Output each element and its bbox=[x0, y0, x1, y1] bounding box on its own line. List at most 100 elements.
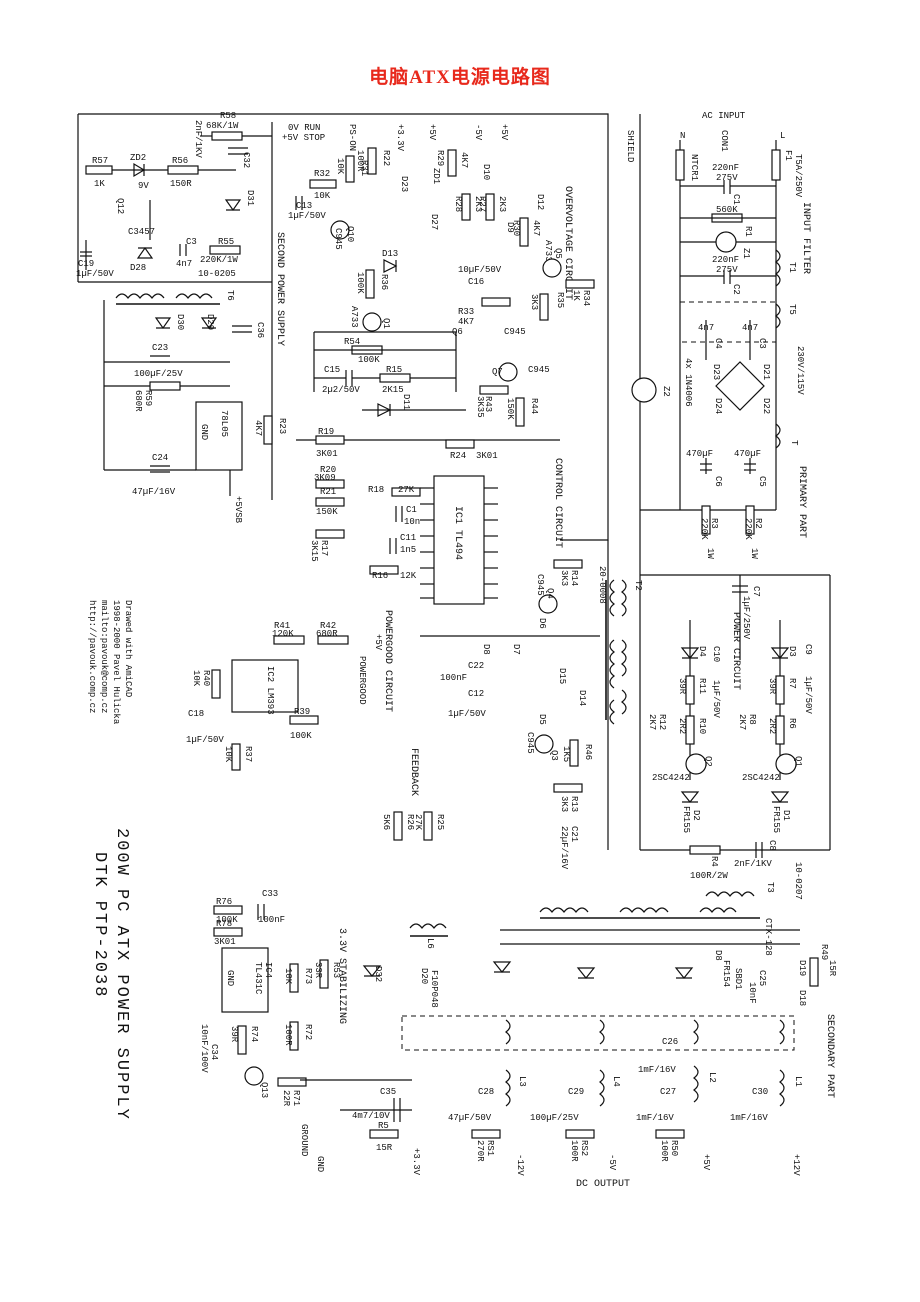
label-r1-value: 560K bbox=[716, 205, 738, 215]
label-rail-5v-top-2: +5V bbox=[499, 124, 509, 141]
label-r21-value: 150K bbox=[316, 507, 338, 517]
transformer-main bbox=[539, 907, 737, 913]
label-d1-value: FR155 bbox=[771, 806, 781, 833]
label-rail-5v-top: +5V bbox=[427, 124, 437, 141]
label-c25: C25 bbox=[757, 970, 767, 986]
resistor-r24 bbox=[445, 439, 475, 449]
label-q1-value: A733 bbox=[349, 306, 359, 328]
label-q4: Q4 bbox=[545, 588, 555, 599]
label-rs1-value: 270R bbox=[475, 1140, 485, 1162]
inductor-l3 bbox=[505, 1069, 511, 1107]
label-r35: R35 bbox=[555, 292, 565, 308]
label-ctx: CTX-128 bbox=[763, 918, 773, 956]
label-r14-value: 3K3 bbox=[559, 570, 569, 586]
resistor-r74 bbox=[237, 1025, 247, 1055]
label-r50: R50 bbox=[669, 1140, 679, 1156]
label-t: T bbox=[789, 440, 799, 446]
resistor-r76 bbox=[213, 905, 243, 915]
label-r28: R28 bbox=[453, 196, 463, 212]
label-r37-value: 10K bbox=[223, 746, 233, 763]
diode-d32 bbox=[362, 965, 382, 977]
label-d11: D11 bbox=[401, 394, 411, 410]
label-r73: R73 bbox=[303, 968, 313, 984]
label-r31-value: 10K bbox=[335, 158, 345, 175]
resistor-r53 bbox=[319, 959, 329, 989]
label-d14: D14 bbox=[577, 690, 587, 706]
label-plus5-pg: +5V bbox=[373, 634, 383, 651]
label-d20: D20 bbox=[419, 968, 429, 984]
label-r32-value: 10K bbox=[314, 191, 331, 201]
label-l1: L1 bbox=[793, 1076, 803, 1087]
label-t2-value: 20-0008 bbox=[597, 566, 607, 604]
label-r59-value: 680R bbox=[133, 390, 143, 412]
resistor-rs1 bbox=[471, 1129, 501, 1139]
label-r54: R54 bbox=[344, 337, 360, 347]
label-q1p: Q1 bbox=[793, 756, 803, 767]
label-primary-part: PRIMARY PART bbox=[796, 466, 807, 538]
fuse-f1 bbox=[771, 149, 781, 181]
label-d15: D15 bbox=[557, 668, 567, 684]
label-c36: C36 bbox=[255, 322, 265, 338]
label-c9-value: 1µF/50V bbox=[803, 676, 813, 714]
label-r15-value: 2K15 bbox=[382, 385, 404, 395]
resistor-r40 bbox=[211, 669, 221, 699]
label-c29-value: 100µF/25V bbox=[530, 1113, 579, 1123]
label-q4-value: C945 bbox=[535, 574, 545, 596]
resistor-r28 bbox=[461, 193, 471, 221]
inductor-l2 bbox=[693, 1065, 699, 1103]
label-r24: R24 bbox=[450, 451, 466, 461]
label-ic4-gnd: GND bbox=[225, 970, 235, 986]
resistor-r2 bbox=[745, 505, 755, 535]
label-c19-value: 1µF/50V bbox=[76, 269, 114, 279]
resistor-r6 bbox=[775, 715, 785, 745]
resistor-r21 bbox=[315, 497, 345, 507]
resistor-r78 bbox=[213, 927, 243, 937]
resistor-r56 bbox=[167, 165, 199, 175]
label-r23: R23 bbox=[277, 418, 287, 434]
label-r33-value: 4K7 bbox=[458, 317, 474, 327]
resistor-r44 bbox=[515, 397, 525, 427]
label-33v-stabilizing: 3.3V STABILIZING bbox=[336, 928, 347, 1024]
label-c30: C30 bbox=[752, 1087, 768, 1097]
resistor-r55 bbox=[209, 245, 241, 255]
resistor-r27 bbox=[485, 193, 495, 221]
label-q12: Q12 bbox=[115, 198, 125, 214]
label-d28: D28 bbox=[130, 263, 146, 273]
resistor-r73 bbox=[289, 963, 299, 993]
label-q1: Q1 bbox=[381, 318, 391, 329]
transformer-t3 bbox=[705, 891, 755, 897]
label-r2-watt: 1W bbox=[749, 548, 759, 559]
label-c4: C4 bbox=[713, 338, 723, 349]
diagram-title: 电脑ATX电源电路图 bbox=[369, 67, 551, 88]
label-c1p: C1 bbox=[731, 194, 741, 205]
label-q10: Q10 bbox=[345, 226, 355, 242]
label-rail-5v: +5V bbox=[701, 1154, 711, 1171]
label-r18: R18 bbox=[368, 485, 384, 495]
label-r34: R34 bbox=[581, 290, 591, 306]
label-c13-value: 1µF/50V bbox=[288, 211, 326, 221]
resistor-r5 bbox=[369, 1129, 399, 1139]
resistor-r41 bbox=[273, 635, 305, 645]
label-r10: R10 bbox=[697, 718, 707, 734]
label-q5: Q5 bbox=[553, 248, 563, 259]
label-r34-value: 1K bbox=[571, 290, 581, 301]
label-d22: D22 bbox=[761, 398, 771, 414]
label-q7-value: C945 bbox=[528, 365, 550, 375]
label-c15-value: 2µ2/50V bbox=[322, 385, 360, 395]
resistor-r30 bbox=[519, 217, 529, 247]
diode-d3 bbox=[770, 647, 790, 659]
resistor-r7 bbox=[775, 675, 785, 705]
label-c11-value: 1n5 bbox=[400, 545, 416, 555]
credits-block: Drawed with AmiCAD 1998-2000 Pavel Hulic… bbox=[87, 600, 133, 725]
label-ic3-gnd: GND bbox=[199, 424, 209, 440]
ic3-78l05 bbox=[195, 401, 243, 471]
label-c35: C35 bbox=[380, 1087, 396, 1097]
label-c12-value: 1µF/50V bbox=[448, 709, 486, 719]
label-r55: R55 bbox=[218, 237, 234, 247]
label-z1: Z1 bbox=[741, 248, 751, 259]
label-r6: R6 bbox=[787, 718, 797, 729]
label-r39-value: 100K bbox=[290, 731, 312, 741]
label-r15: R15 bbox=[386, 365, 402, 375]
label-r76: R76 bbox=[216, 897, 232, 907]
label-t6: T6 bbox=[225, 290, 235, 301]
